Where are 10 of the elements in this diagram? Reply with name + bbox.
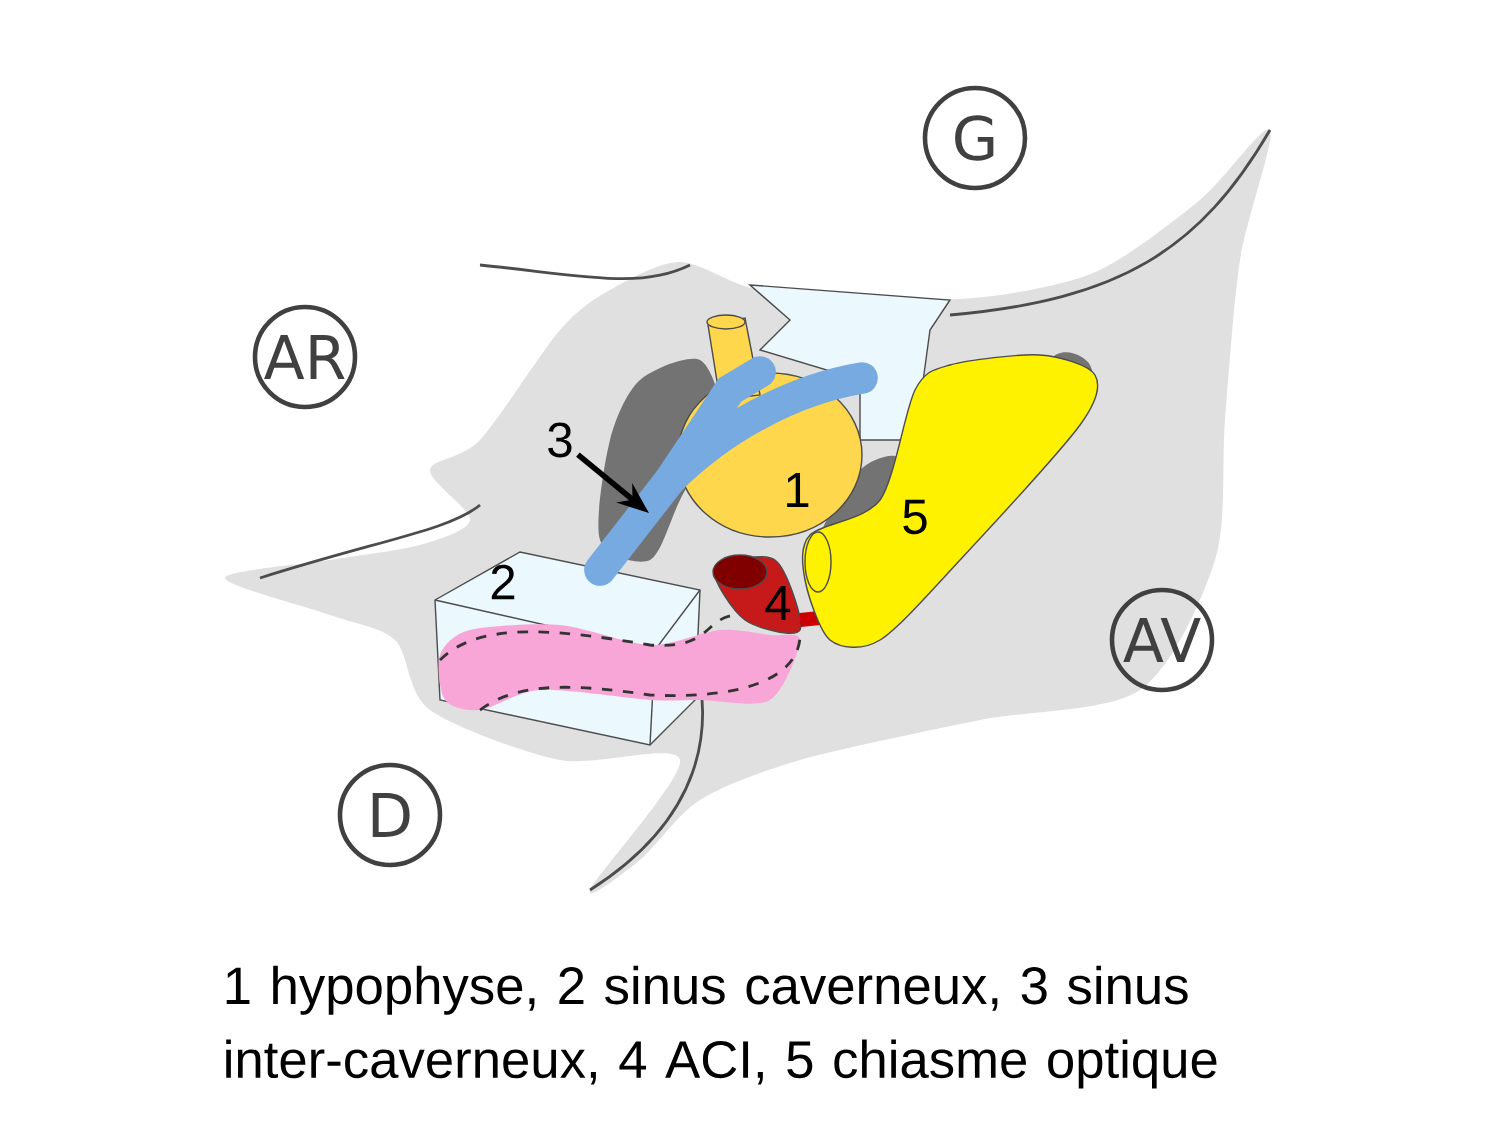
circled-letter: D [337, 762, 443, 868]
caption: 1 hypophyse, 2 sinus caverneux, 3 sinus inter-caverneux, 4 ACI, 5 chiasme optique [226, 965, 1217, 1089]
circled-letter: AV [1109, 587, 1215, 693]
circled-letter: AR [252, 304, 358, 410]
sinus-vessel [584, 356, 878, 586]
callout-number: 3 [548, 422, 572, 458]
callout-number: 4 [765, 586, 791, 620]
circled-letter: G [922, 85, 1028, 191]
callout-number: 1 [787, 473, 809, 507]
callout-number: 2 [491, 564, 515, 600]
